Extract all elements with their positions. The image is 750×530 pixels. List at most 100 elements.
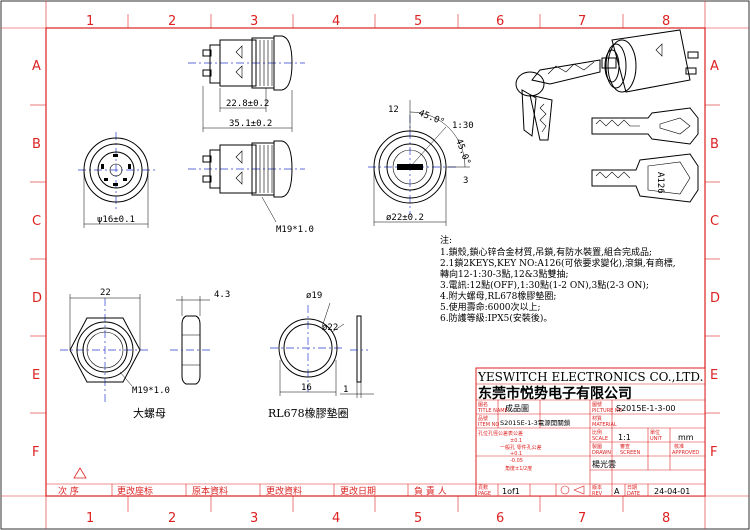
dim-washer-w: 16 [301,383,312,393]
approved-label: 核准 [674,443,684,450]
col-label: 1 [86,511,94,526]
row-label: E [32,368,40,383]
row-label: B [710,137,719,152]
company-en: YESWITCH ELECTRONICS CO.,LTD. [477,370,703,384]
row-label: D [32,291,42,306]
date-label: 日期 [627,485,637,491]
col-label: 6 [496,14,504,29]
drawn-label: 製圖 [592,443,602,450]
pos-130: 1:30 [452,121,474,131]
note-line: 轉向12-1:30-3點,12&3點雙抽; [440,268,569,280]
column-labels-bottom: 1 2 3 4 5 6 7 8 [86,511,670,526]
dim-width-16: ψ16±0.1 [97,215,135,225]
note-line: 3.電訊:12點(OFF),1:30點(1-2 ON),3點(2-3 ON); [440,279,649,291]
screen-label: 審查 [620,443,630,450]
title-label-en: TITLE NAME [477,408,508,414]
dim-thread: M19*1.0 [276,225,314,235]
item-no: S2015E-1-3電源開關鎖 [500,418,571,427]
rev-col-label: 更改日期 [340,485,376,497]
col-label: 5 [414,511,422,526]
washer-caption: RL678橡膠墊圈 [268,406,349,420]
dim-body-length: 22.8±0.2 [226,99,269,109]
dim-nut-width: 22 [100,288,111,298]
tolerance-1: ±0.1 [510,438,522,444]
nut-side: 4.3 [170,290,230,385]
col-label: 4 [332,14,340,29]
side-view-top: 22.8±0.2 35.1±0.2 [188,35,305,132]
row-labels-right: A B C D E F [710,59,720,460]
rev-col-label: 更改資料 [266,485,302,497]
tolerance-header: 孔位孔徑公差表公差 [478,430,523,437]
note-line: 6.防護等級:IPX5(安裝後)。 [440,312,552,324]
rev-col-label: 負 責 人 [414,485,447,497]
angle-2: 45.0° [453,138,472,167]
unit-value: mm [678,433,694,442]
key-top [591,107,699,145]
dim-washer-t: 1 [343,385,348,395]
col-label: 3 [250,14,258,29]
title-block: YESWITCH ELECTRONICS CO.,LTD. 东莞市悦势电子有限公… [475,367,706,497]
screen-label-en: SCREEN [620,450,640,456]
tolerance-3: +0.1 [510,451,522,457]
notes-block: 注: 1.鎖殼,鎖心锌合金材質,吊鎖,有防水裝置,組合完成品; 2.1鎖2KEY… [440,234,676,324]
material-label: 材質 [592,415,602,422]
page-label: 頁數 [478,484,488,491]
row-label: F [32,445,39,460]
col-label: 5 [414,14,422,29]
part-label: 圖號 [592,401,602,408]
approved-label-en: APPROVED [672,450,699,456]
row-labels-left: A B C D E F [32,59,42,460]
unit-label-en: UNIT [650,436,663,442]
front-view: 12 45.0° 1:30 45.0° 3 ø22±0.2 [368,100,474,226]
item-no-label: 品號 [478,415,488,422]
dim-dia-22: ø22±0.2 [386,213,424,223]
col-label: 2 [168,511,176,526]
rev-label: 版本 [592,484,602,491]
dim-total-length: 35.1±0.2 [229,119,272,129]
scale-label: 比例 [592,429,602,436]
item-no-label-en: ITEM NO [478,422,499,428]
finished-label: 成品圖 [505,403,529,413]
note-line: 1.鎖殼,鎖心锌合金材質,吊鎖,有防水裝置,組合完成品; [440,246,652,258]
row-label: D [710,291,720,306]
pos-3: 3 [463,176,468,186]
rev-col-label: 原本資料 [192,485,228,497]
note-line: 2.1鎖2KEYS,KEY NO:A126(可依要求變化),滾鎖,有商標, [440,257,676,269]
col-label: 8 [662,14,670,29]
projection-symbol [560,485,570,495]
nut-front: 22 M19*1.0 大螺母 [60,288,170,420]
company-cn: 东莞市悦势电子有限公司 [478,385,632,402]
nut-caption: 大螺母 [133,406,166,420]
row-label: E [710,368,718,383]
key-code-text: A126 [655,172,665,194]
key-bottom: A126 [591,153,699,203]
col-label: 7 [578,511,586,526]
note-line: 4.附大螺母,RL678橡膠墊圈; [440,290,556,302]
dim-washer-od: ø22 [322,323,338,333]
material-label-en: MATERIAL [592,422,617,428]
washer-side: 1 [340,315,374,398]
pos-12: 12 [388,105,399,115]
part-label-en: PICTURE NO [592,408,623,414]
notes-title: 注: [440,234,452,246]
washer-front: ø19 ø22 16 RL678橡膠墊圈 [268,291,349,420]
col-label: 7 [578,14,586,29]
col-label: 4 [332,511,340,526]
row-label: C [710,214,719,229]
tolerance-2: 一般孔 零件孔公差 [500,444,542,451]
scale-label-en: SCALE [592,436,608,442]
column-labels-top: 1 2 3 4 5 6 7 8 [86,14,670,29]
col-label: 6 [496,511,504,526]
drawn-label-en: DRAWN [592,450,611,456]
page-value: 1of1 [502,487,520,496]
date-label-en: DATE [627,491,640,497]
col-label: 1 [86,14,94,29]
row-label: C [32,214,41,229]
tolerance-4: -0.05 [510,458,523,464]
col-label: 8 [662,511,670,526]
angle-tolerance: 角度±1/2度 [505,465,532,472]
note-line: 5.使用壽命:6000次以上; [440,301,541,313]
scale-value: 1:1 [618,433,631,442]
